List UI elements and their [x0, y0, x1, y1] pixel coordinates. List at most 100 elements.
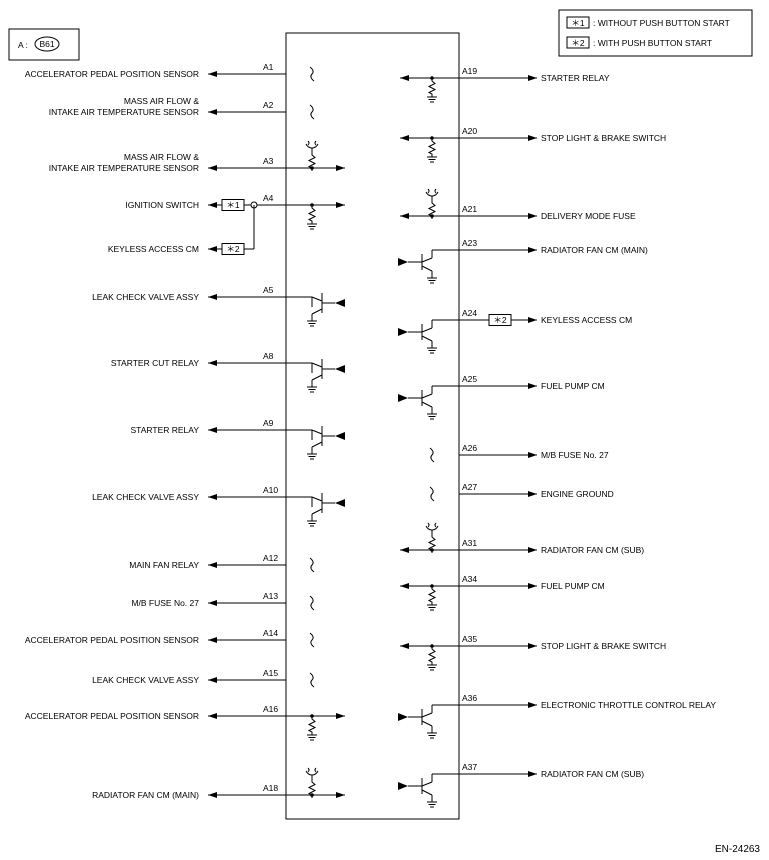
pin-number: A14 [263, 628, 278, 638]
pin-number: A3 [263, 156, 274, 166]
pin-number: A9 [263, 418, 274, 428]
signal-label: ELECTRONIC THROTTLE CONTROL RELAY [541, 700, 716, 710]
legend-tag-2: ＊2 [571, 38, 585, 48]
pin-number: A4 [263, 193, 274, 203]
pin-number: A5 [263, 285, 274, 295]
legend-text-2: : WITH PUSH BUTTON START [593, 38, 712, 48]
signal-label: LEAK CHECK VALVE ASSY [92, 675, 199, 685]
signal-label: M/B FUSE No. 27 [131, 598, 199, 608]
signal-label: STARTER RELAY [541, 73, 610, 83]
pin-number: A23 [462, 238, 477, 248]
signal-label: ACCELERATOR PEDAL POSITION SENSOR [25, 69, 199, 79]
left-pin-keyless: KEYLESS ACCESS CM ＊2 [108, 205, 255, 255]
tag-star1: ＊1 [221, 199, 245, 211]
legend-tag-1: ＊1 [571, 18, 585, 28]
signal-label: DELIVERY MODE FUSE [541, 211, 636, 221]
signal-label: RADIATOR FAN CM (MAIN) [92, 790, 199, 800]
signal-label: KEYLESS ACCESS CM [108, 244, 199, 254]
signal-label: MASS AIR FLOW & [124, 96, 199, 106]
pin-number: A25 [462, 374, 477, 384]
pin-number: A34 [462, 574, 477, 584]
left-pin-a15: LEAK CHECK VALVE ASSY A15 [92, 668, 315, 688]
signal-label: M/B FUSE No. 27 [541, 450, 609, 460]
pin-number: A37 [462, 762, 477, 772]
pin-number: A21 [462, 204, 477, 214]
signal-label: MAIN FAN RELAY [129, 560, 199, 570]
left-pin-a14: ACCELERATOR PEDAL POSITION SENSOR A14 [25, 628, 315, 648]
svg-text:＊2: ＊2 [226, 244, 240, 254]
left-pin-a13: M/B FUSE No. 27 A13 [131, 591, 315, 611]
pin-number: A10 [263, 485, 278, 495]
signal-label: INTAKE AIR TEMPERATURE SENSOR [49, 107, 199, 117]
signal-label: STARTER CUT RELAY [111, 358, 199, 368]
svg-text:＊1: ＊1 [226, 200, 240, 210]
signal-label: FUEL PUMP CM [541, 581, 605, 591]
signal-label: MASS AIR FLOW & [124, 152, 199, 162]
signal-label: STARTER RELAY [131, 425, 200, 435]
pin-number: A13 [263, 591, 278, 601]
tag-star2: ＊2 [488, 314, 512, 326]
connector-code: B61 [39, 39, 54, 49]
signal-label: LEAK CHECK VALVE ASSY [92, 492, 199, 502]
signal-label: ACCELERATOR PEDAL POSITION SENSOR [25, 635, 199, 645]
pin-number: A1 [263, 62, 274, 72]
pin-number: A27 [462, 482, 477, 492]
legend-tag-box-1 [566, 16, 590, 29]
pin-number: A18 [263, 783, 278, 793]
signal-label: KEYLESS ACCESS CM [541, 315, 632, 325]
pin-number: A36 [462, 693, 477, 703]
left-pin-a1: ACCELERATOR PEDAL POSITION SENSOR A1 [25, 62, 315, 82]
pin-number: A16 [263, 704, 278, 714]
pin-number: A2 [263, 100, 274, 110]
svg-text:＊2: ＊2 [493, 315, 507, 325]
diagram-code: EN-24263 [715, 844, 760, 855]
pin-number: A20 [462, 126, 477, 136]
left-pin-a9: STARTER RELAY A9 [131, 418, 345, 460]
left-pin-a5: LEAK CHECK VALVE ASSY A5 [92, 285, 345, 327]
connector-oval [34, 36, 60, 52]
left-pin-a3: MASS AIR FLOW &INTAKE AIR TEMPERATURE SE… [49, 140, 345, 173]
pin-number: A24 [462, 308, 477, 318]
wiring: ACCELERATOR PEDAL POSITION SENSOR A1MASS … [25, 62, 716, 808]
signal-label: RADIATOR FAN CM (SUB) [541, 545, 644, 555]
pin-number: A26 [462, 443, 477, 453]
signal-label: STOP LIGHT & BRAKE SWITCH [541, 641, 666, 651]
connector-id-box: A : B61 [8, 28, 80, 61]
pin-number: A15 [263, 668, 278, 678]
signal-label: RADIATOR FAN CM (MAIN) [541, 245, 648, 255]
legend-box: ＊1 : WITHOUT PUSH BUTTON START ＊2 : WITH… [558, 9, 753, 57]
pin-number: A31 [462, 538, 477, 548]
legend-tag-box-2 [566, 36, 590, 49]
signal-label: LEAK CHECK VALVE ASSY [92, 292, 199, 302]
signal-label: INTAKE AIR TEMPERATURE SENSOR [49, 163, 199, 173]
signal-label: FUEL PUMP CM [541, 381, 605, 391]
signal-label: STOP LIGHT & BRAKE SWITCH [541, 133, 666, 143]
pin-number: A19 [462, 66, 477, 76]
tag-star2: ＊2 [221, 243, 245, 255]
left-pin-a8: STARTER CUT RELAY A8 [111, 351, 345, 393]
left-pin-a10: LEAK CHECK VALVE ASSY A10 [92, 485, 345, 527]
left-pin-a2: MASS AIR FLOW &INTAKE AIR TEMPERATURE SE… [49, 96, 315, 120]
legend-text-1: : WITHOUT PUSH BUTTON START [593, 18, 730, 28]
signal-label: ACCELERATOR PEDAL POSITION SENSOR [25, 711, 199, 721]
signal-label: RADIATOR FAN CM (SUB) [541, 769, 644, 779]
left-pin-a18: RADIATOR FAN CM (MAIN) A18 [92, 767, 345, 800]
pin-number: A8 [263, 351, 274, 361]
connector-prefix: A : [18, 40, 28, 50]
